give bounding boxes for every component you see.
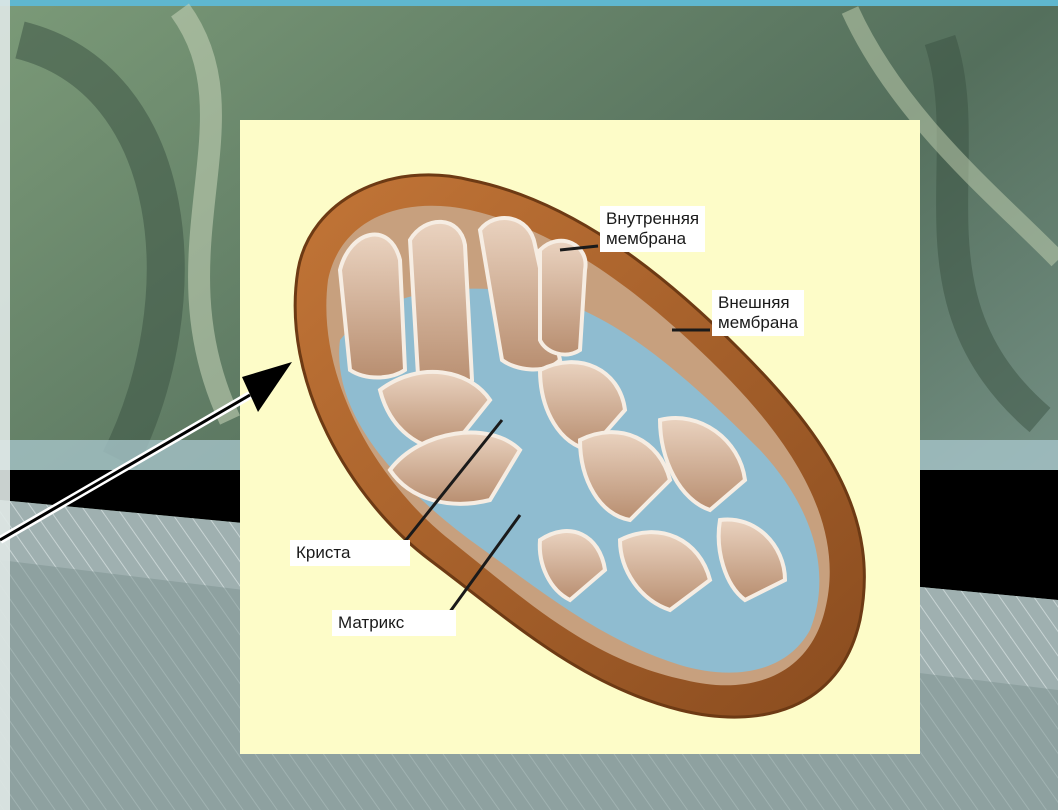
label-outer-membrane: Внешняя мембрана (712, 290, 804, 336)
label-crista: Криста (290, 540, 410, 566)
mitochondrion-illustration (240, 120, 920, 754)
label-matrix: Матрикс (332, 610, 456, 636)
mitochondrion-diagram-panel: Внутренняя мембрана Внешняя мембрана Кри… (240, 120, 920, 754)
label-inner-membrane: Внутренняя мембрана (600, 206, 705, 252)
